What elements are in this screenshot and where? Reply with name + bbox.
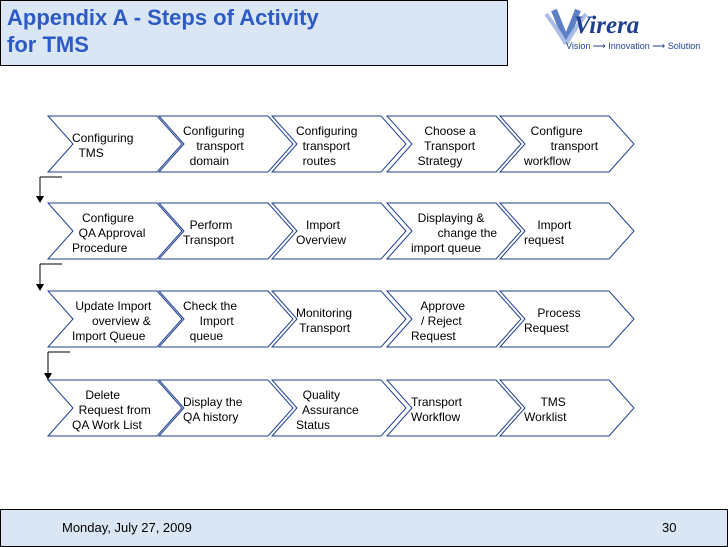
step-label: Display the QA history: [183, 395, 243, 424]
logo-brand-text: Virera: [574, 12, 640, 39]
connector-arrowhead: [44, 373, 52, 380]
step-chevron: [498, 115, 635, 173]
logo-tagline: Vision ⟶ Innovation ⟶ Solution: [566, 41, 701, 51]
step-label: Configuring transport routes: [296, 123, 358, 168]
step-label: Update Import overview & Import Queue: [72, 298, 152, 343]
step-chevron: [46, 202, 183, 260]
step-chevron: [157, 290, 294, 348]
step-label: Configuring TMS: [72, 131, 134, 160]
step-chevron: [385, 115, 522, 173]
connector-arrowhead: [36, 196, 44, 203]
step-chevron: [157, 115, 294, 173]
step-label: Configuring transport domain: [183, 123, 245, 168]
step-label: Approve / Reject Request: [411, 298, 466, 343]
step-chevron: [270, 290, 407, 348]
step-chevron: [498, 379, 635, 437]
step-label: Import Overview: [296, 218, 347, 247]
step-chevron: [46, 379, 183, 437]
step-label: Configure transport workflow: [524, 123, 599, 168]
step-chevron: [270, 202, 407, 260]
step-chevron: [157, 379, 294, 437]
step-label: Delete Request from QA Work List: [72, 387, 151, 432]
step-chevron: [385, 202, 522, 260]
step-chevron: [385, 290, 522, 348]
step-label: Perform Transport: [183, 218, 234, 247]
step-label: Displaying & change the import queue: [411, 210, 498, 255]
page-number: 30: [662, 520, 677, 535]
step-label: Monitoring Transport: [296, 306, 353, 335]
step-chevron: [157, 202, 294, 260]
step-label: TMS Worklist: [524, 395, 567, 424]
step-chevron: [46, 115, 183, 173]
step-label: Quality Assurance Status: [296, 387, 359, 432]
step-chevron: [270, 379, 407, 437]
title-banner: Appendix A - Steps of Activity for TMS: [0, 0, 508, 66]
logo-emblem-icon: [544, 8, 588, 45]
step-chevron: [46, 290, 183, 348]
step-label: Import request: [524, 218, 572, 247]
step-label: Check the Import queue: [183, 298, 238, 343]
footer-date: Monday, July 27, 2009: [62, 520, 192, 535]
step-label: Configure QA Approval Procedure: [72, 210, 146, 255]
step-label: Process Request: [524, 306, 581, 335]
step-label: Choose a Transport Strategy: [417, 123, 476, 168]
step-chevron: [270, 115, 407, 173]
slide-title: Appendix A - Steps of Activity for TMS: [7, 5, 319, 57]
company-logo: [514, 0, 728, 66]
step-label: Transport Workflow: [411, 395, 462, 424]
connector-arrowhead: [36, 284, 44, 291]
step-chevron: [385, 379, 522, 437]
step-chevron: [498, 290, 635, 348]
step-chevron: [498, 202, 635, 260]
